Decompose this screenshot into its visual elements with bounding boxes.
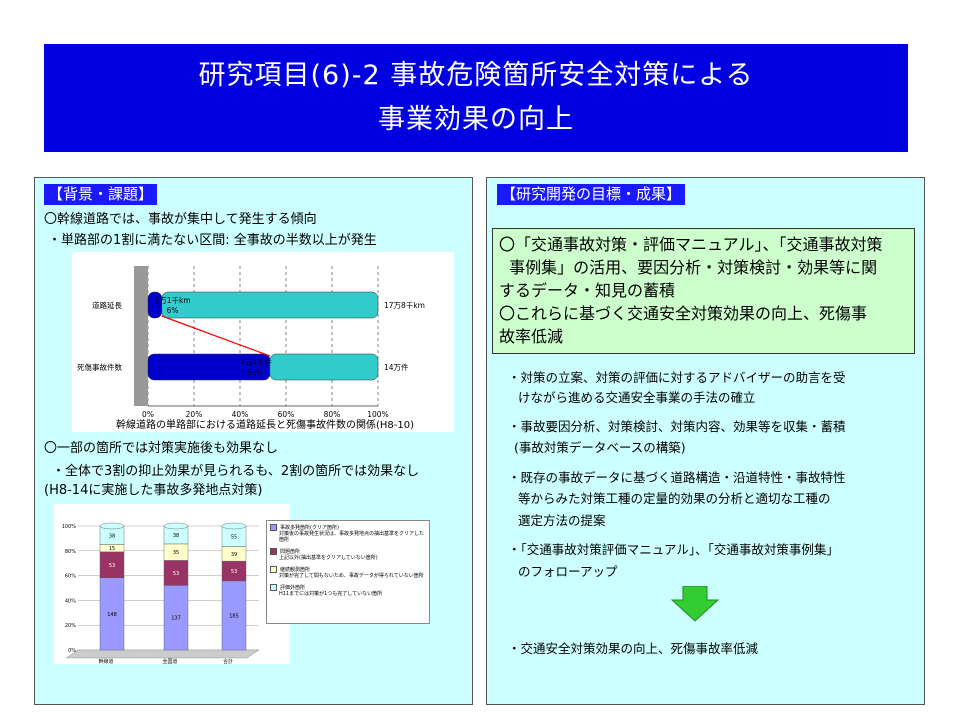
chart2-legend-swatch (270, 524, 277, 531)
chart1-category-label: 道路延長 (92, 300, 122, 310)
chart2-category-label: 合計 (223, 658, 233, 664)
bullet-2-line-1: ・事故要因分析、対策検討、対策内容、効果等を収集・蓄積 (508, 419, 846, 434)
chart2-legend-label: 評価外箇所 (280, 585, 306, 591)
chart1-x-tick: 100% (367, 410, 388, 419)
chart1-x-tick: 60% (278, 410, 295, 419)
chart2-legend-label: 事故多発箇所(クリア箇所) (280, 525, 339, 531)
chart2-y-tick: 0% (68, 648, 76, 654)
chart1-segment-label: 7万4千件 (240, 357, 273, 367)
chart2-bar-segment (99, 551, 125, 578)
chart2-legend-note: H11までには対策が1つも完了していない箇所 (279, 591, 383, 597)
chart2-legend-item: 問題箇所 (270, 548, 426, 555)
chart1-x-tick: 20% (186, 410, 203, 419)
chart2-legend-item: 事故多発箇所(クリア箇所) (270, 524, 426, 531)
chart2-legend: 事故多発箇所(クリア箇所)対策後の事故発生状況は、事故多発地点の抽出基準をクリア… (266, 520, 430, 624)
chart2-segment-label: 35 (173, 550, 179, 556)
chart2-y-tick: 40% (65, 598, 76, 604)
chart2-y-tick: 20% (65, 623, 76, 629)
bullet-3-line-3: 選定方法の提案 (518, 513, 606, 528)
bullet-3-line-2: 等からみた対策工種の定量的効果の分析と適切な工種の (518, 491, 831, 506)
chart2-bar-top (221, 522, 247, 530)
chart1-caption: 幹線道路の単路部における道路延長と死傷事故件数の関係(H8-10) (115, 420, 415, 431)
chart2-segment-label: 148 (107, 612, 117, 618)
chart1-x-tick: 0% (142, 410, 154, 419)
chart2-category-label: 幹線道 (98, 658, 113, 664)
bullet-3-line-1: ・既存の事故データに基づく道路構造・沿道特性・事故特性 (508, 470, 846, 485)
chart2-segment-label: 53 (109, 563, 115, 569)
chart2-bar-segment (99, 577, 125, 651)
chart1-x-tick: 40% (232, 410, 249, 419)
chart2-segment-label: 38 (109, 533, 115, 539)
bullet-1-line-2: けながら進める交通安全事業の手法の確立 (518, 390, 756, 405)
background-point-5: (H8-14に実施した事故多発地点対策) (44, 483, 263, 498)
chart1-total-label: 14万件 (384, 362, 409, 372)
chart1-bar-segment (161, 291, 379, 319)
bullet-2-line-2: (事故対策データベースの構築) (514, 440, 686, 455)
goal-line-1: 〇「交通事故対策・評価マニュアル」、「交通事故対策 (499, 235, 883, 254)
goal-line-3: するデータ・知見の蓄積 (499, 281, 676, 300)
bullet-4-line-2: のフォローアップ (518, 564, 618, 579)
chart2-segment-label: 15 (109, 546, 115, 552)
chart2-legend-swatch (270, 548, 277, 555)
bullet-4-line-1: ・「交通事故対策評価マニュアル」、「交通事故対策事例集」 (508, 542, 839, 557)
title-line-1: 研究項目(6)-2 事故危険箇所安全対策による (198, 60, 754, 91)
chart2-floor (65, 649, 260, 659)
chart2-bar-segment (221, 580, 247, 651)
countermeasure-effect-chart: 100% 80% 60% 40% 20% 0% 148 53 15 38 幹線道 137 53 35 38 全… (54, 504, 290, 664)
chart2-segment-label: 38 (173, 533, 179, 539)
chart2-category-label: 全国道 (162, 658, 177, 664)
chart2-legend-label: 問題箇所 (280, 549, 301, 555)
goals-summary-box: 〇「交通事故対策・評価マニュアル」、「交通事故対策 事例集」の活用、要因分析・対… (492, 228, 915, 354)
chart2-segment-label: 137 (171, 616, 181, 622)
goals-header: 【研究開発の目標・成果】 (497, 184, 686, 205)
down-arrow-icon (670, 586, 720, 622)
chart2-y-tick: 80% (65, 549, 76, 555)
background-point-1: 〇幹線道路では、事故が集中して発生する傾向 (44, 212, 317, 227)
goal-line-5: 故率低減 (499, 327, 564, 346)
chart1-segment-percent: 53% (248, 368, 265, 377)
chart1-total-label: 17万8千km (384, 300, 425, 310)
background-point-4: ・全体で3割の抑止効果が見られるも、2割の箇所では効果なし (52, 464, 420, 479)
chart1-category-label: 死傷事故件数 (77, 362, 122, 372)
title-banner: 研究項目(6)-2 事故危険箇所安全対策による 事業効果の向上 (44, 44, 908, 152)
chart2-legend-item: 継続観測箇所 (270, 566, 426, 573)
chart2-segment-label: 53 (173, 571, 179, 577)
chart2-bar-top (99, 522, 125, 530)
goal-line-4: 〇これらに基づく交通安全対策効果の向上、死傷事 (499, 304, 868, 323)
chart2-y-tick: 60% (65, 574, 76, 580)
chart1-segment-percent: 6% (167, 306, 179, 315)
chart2-segment-label: 55 (231, 534, 237, 540)
chart2-segment-label: 39 (231, 552, 237, 558)
chart2-y-tick: 100% (62, 524, 77, 530)
title-line-2: 事業効果の向上 (378, 104, 574, 135)
chart1-connector-line (161, 315, 271, 357)
chart1-axis-wall (134, 266, 148, 406)
goal-line-2: 事例集」の活用、要因分析・対策検討・効果等に関 (499, 258, 878, 277)
background-point-2: ・単路部の1割に満たない区間: 全事故の半数以上が発生 (48, 233, 377, 248)
chart2-legend-swatch (270, 584, 277, 591)
bullet-5: ・交通安全対策効果の向上、死傷事故率低減 (508, 641, 759, 656)
chart2-legend-note: 対策が完了して間もないため、事故データが得られていない箇所 (279, 573, 424, 579)
chart2-segment-label: 53 (231, 569, 237, 575)
background-header: 【背景・課題】 (44, 184, 158, 205)
chart1-grid (147, 266, 379, 407)
chart1-x-tick: 80% (324, 410, 341, 419)
chart2-legend-note: 対策後の事故発生状況は、事故多発地点の抽出基準をクリアした箇所 (279, 531, 425, 543)
chart2-legend-item: 評価外箇所 (270, 584, 426, 591)
chart2-legend-swatch (270, 566, 277, 573)
bullet-1-line-1: ・対策の立案、対策の評価に対するアドバイザーの助言を受 (508, 370, 846, 385)
chart2-segment-label: 185 (229, 613, 239, 619)
chart1-segment-label: 1万1千km (154, 295, 190, 305)
background-point-3: 〇一部の箇所では対策実施後も効果なし (44, 441, 279, 456)
chart2-legend-label: 継続観測箇所 (280, 567, 311, 573)
chart1-bar-segment (269, 353, 379, 381)
chart2-bar-top (163, 522, 189, 530)
chart2-legend-note: 上記以外(抽出基準をクリアしていない箇所) (279, 555, 378, 561)
